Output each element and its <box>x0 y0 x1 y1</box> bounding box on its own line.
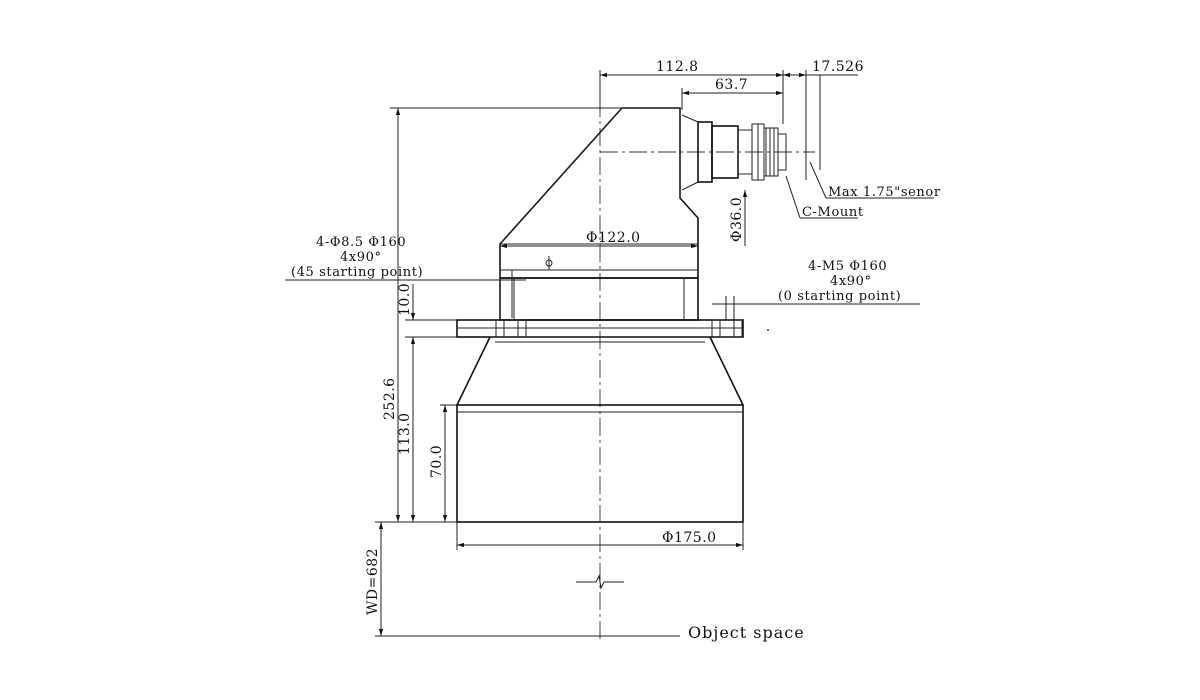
note-right-holes-2: 4x90° <box>830 274 872 289</box>
front-diameter-lines <box>456 522 744 550</box>
dim-overall-height: 252.6 <box>382 377 398 420</box>
note-c-mount: C-Mount <box>802 205 864 220</box>
note-right-holes-3: (0 starting point) <box>778 289 901 304</box>
leader-lines-right <box>785 161 934 219</box>
dim-lower-height: 113.0 <box>397 412 413 455</box>
left-dimension-lines <box>375 107 680 637</box>
note-left-holes-2: 4x90° <box>340 250 382 265</box>
label-object-space: Object space <box>688 623 805 642</box>
dim-total-length: 112.8 <box>656 59 699 75</box>
dim-lens-offset: 63.7 <box>715 77 748 93</box>
dim-front-height: 70.0 <box>429 445 445 478</box>
note-left-holes-3: (45 starting point) <box>291 265 423 280</box>
leader-lines-right-holes <box>712 296 920 320</box>
dim-flange-back: 17.526 <box>812 59 864 75</box>
dim-bore-diameter: Φ122.0 <box>586 230 641 246</box>
tapered-cone <box>456 336 744 406</box>
dim-front-diameter: Φ175.0 <box>662 530 717 546</box>
dim-working-distance: WD=682 <box>365 548 381 615</box>
c-mount-lens <box>681 114 787 191</box>
note-right-holes-1: 4-M5 Φ160 <box>808 259 887 274</box>
note-left-holes-1: 4-Φ8.5 Φ160 <box>316 235 406 250</box>
axis-break-symbol <box>576 574 624 590</box>
leader-lines-left-holes <box>285 270 526 318</box>
stray-dot <box>767 329 769 331</box>
dim-mount-diameter: Φ36.0 <box>729 197 745 242</box>
front-barrel <box>456 404 744 523</box>
top-dimensions <box>599 70 858 180</box>
note-sensor: Max 1.75"senor <box>828 185 941 200</box>
prism-housing <box>499 107 699 279</box>
dim-flange-thickness: 10.0 <box>397 283 413 316</box>
housing-neck <box>499 277 699 321</box>
